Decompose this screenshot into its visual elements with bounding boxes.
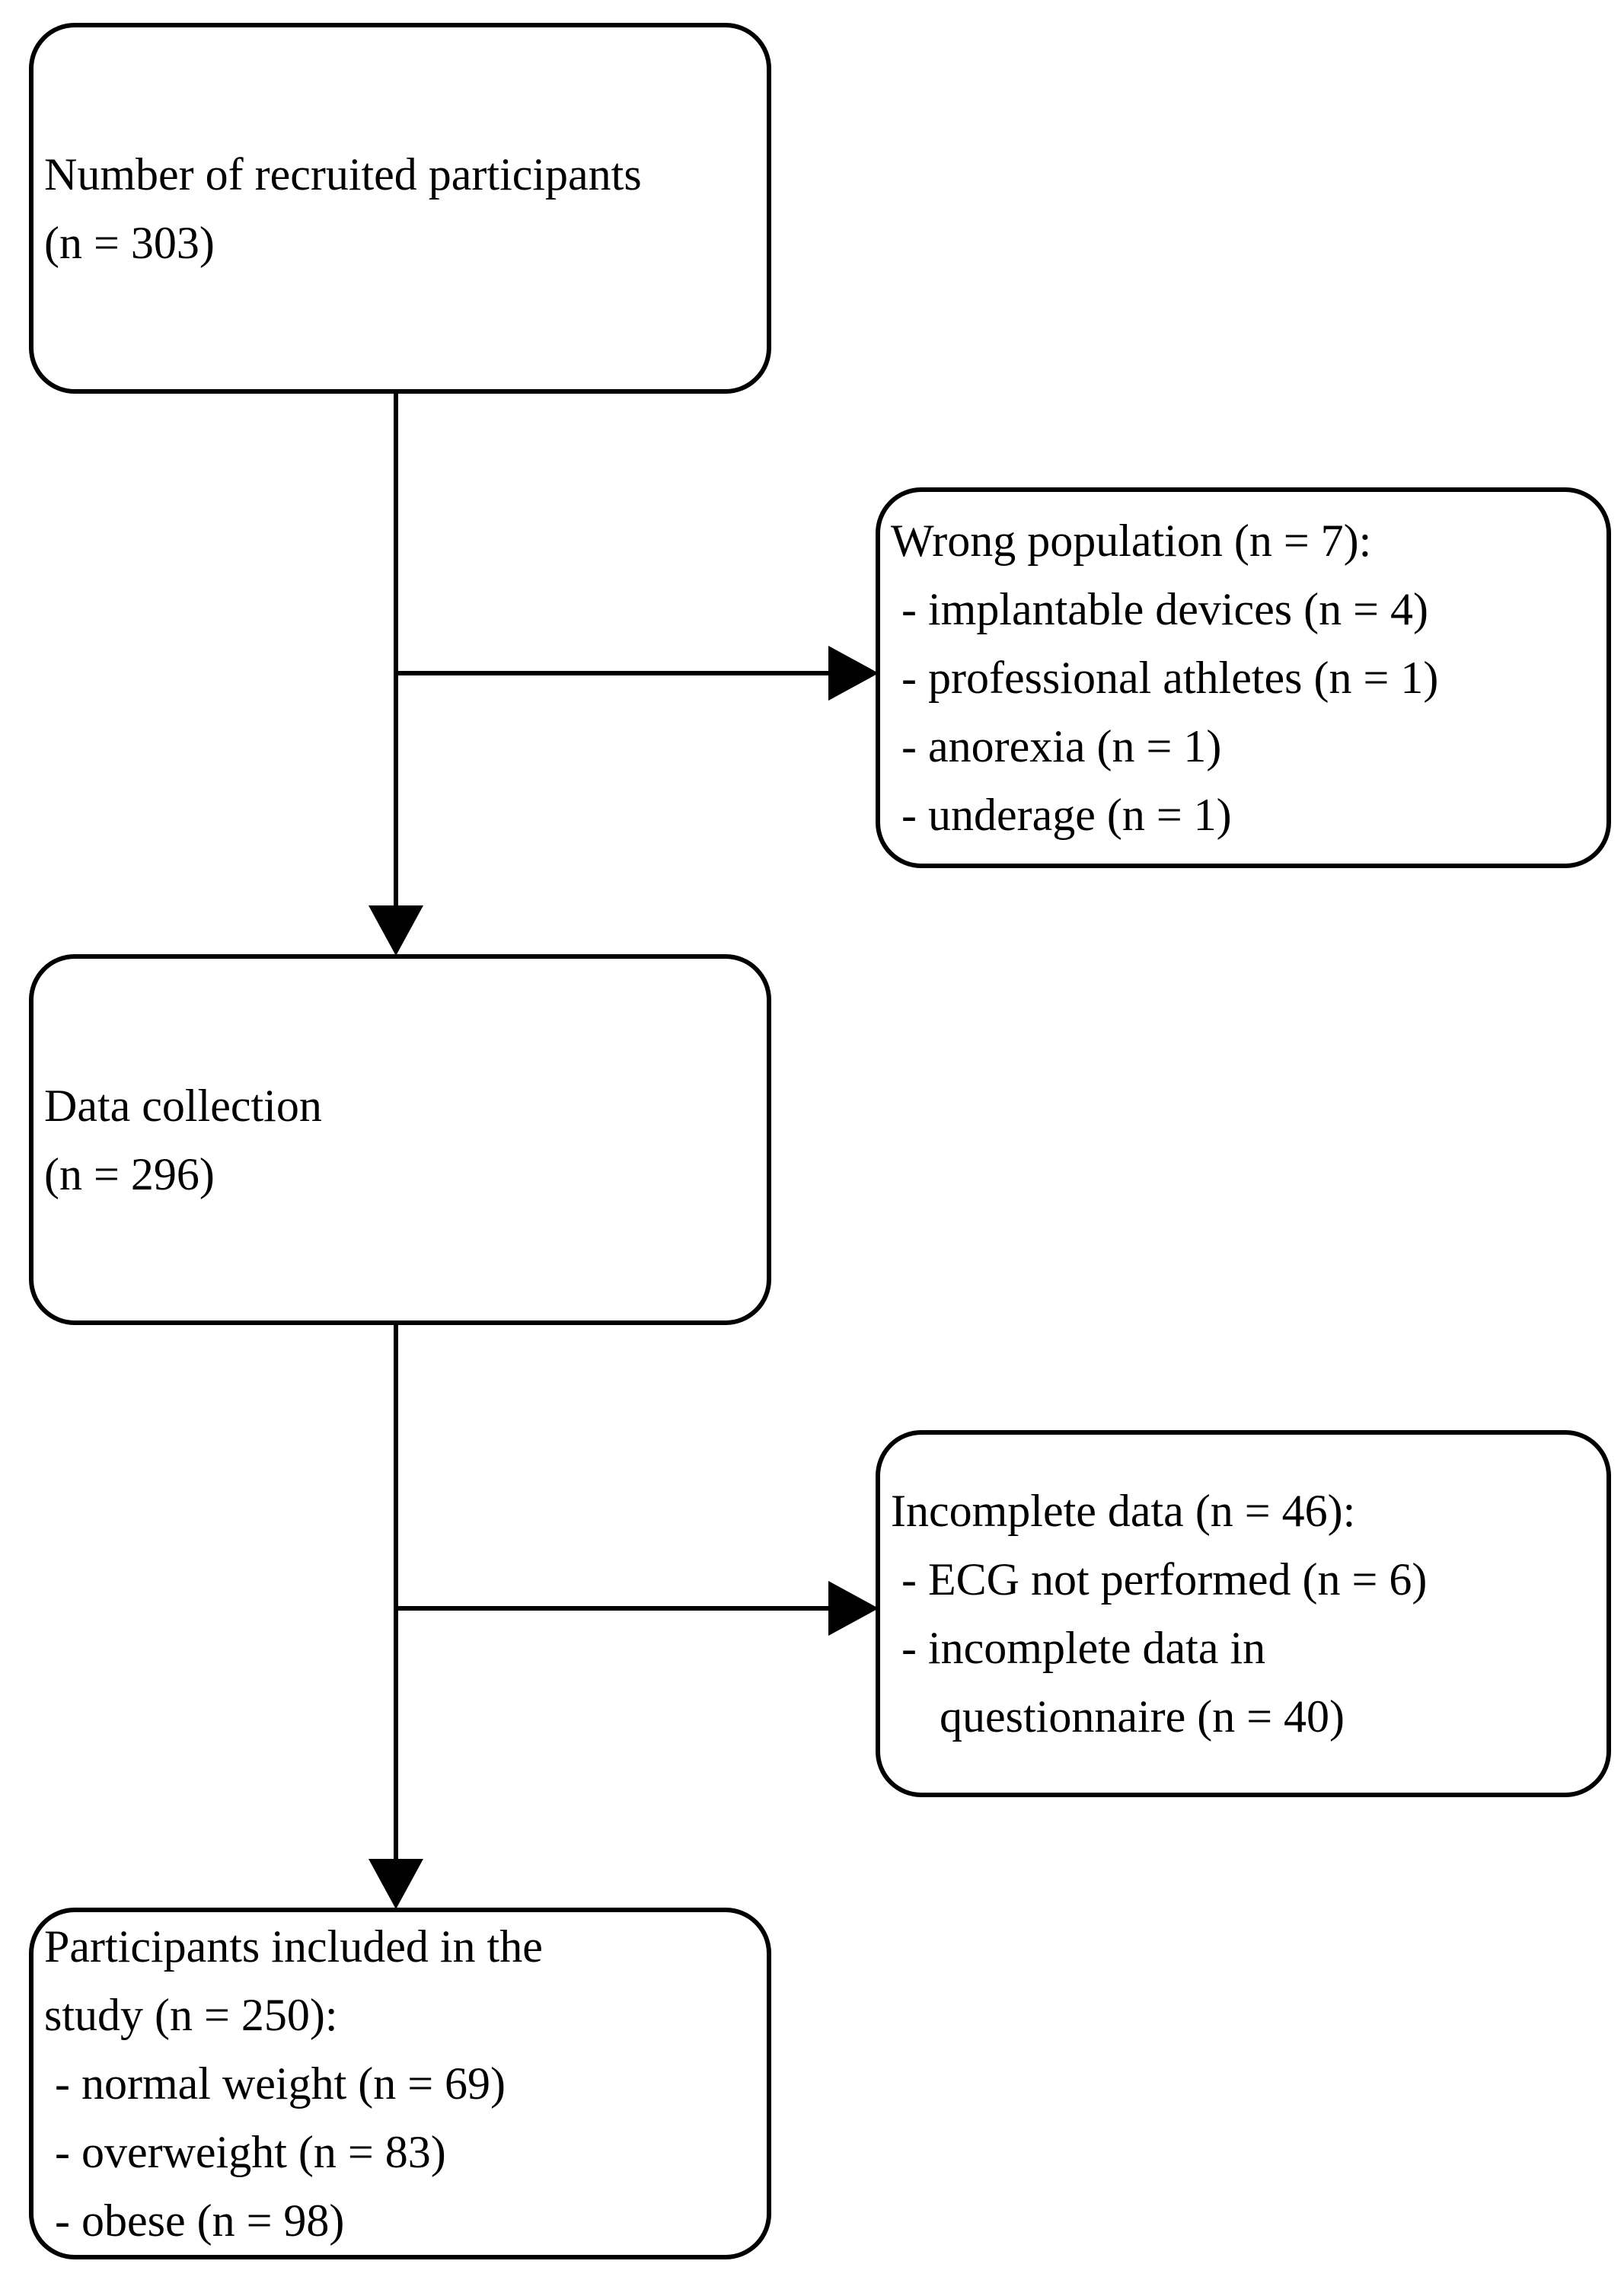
arrowhead-down-icon — [369, 1859, 423, 1909]
text-line: Wrong population (n = 7): — [891, 516, 1372, 566]
text-line: - ECG not performed (n = 6) — [901, 1554, 1428, 1605]
text-line: - implantable devices (n = 4) — [901, 584, 1428, 634]
text-line: study (n = 250): — [44, 1990, 338, 2040]
text-line: - professional athletes (n = 1) — [901, 653, 1439, 703]
text-line: (n = 303) — [44, 217, 215, 268]
text-line: - incomplete data in — [901, 1623, 1266, 1673]
arrowhead-down-icon — [369, 905, 423, 956]
text-line: questionnaire (n = 40) — [940, 1691, 1345, 1742]
box-incomplete-data: Incomplete data (n = 46): - ECG not perf… — [876, 1430, 1611, 1797]
text-line: Incomplete data (n = 46): — [891, 1486, 1356, 1536]
text-line: Participants included in the — [44, 1921, 543, 1972]
text-line: (n = 296) — [44, 1148, 215, 1199]
text-line: - anorexia (n = 1) — [901, 721, 1222, 771]
text-line: Data collection — [44, 1080, 322, 1131]
box-recruited-participants: Number of recruited participants (n = 30… — [29, 23, 771, 394]
arrowhead-right-icon — [828, 1581, 879, 1636]
text-line: - overweight (n = 83) — [55, 2127, 446, 2177]
connector-data-collection-to-included — [394, 1325, 398, 1862]
text-line: - normal weight (n = 69) — [55, 2058, 506, 2109]
arrowhead-right-icon — [828, 646, 879, 701]
text-line: - obese (n = 98) — [55, 2195, 345, 2246]
box-wrong-population: Wrong population (n = 7): - implantable … — [876, 487, 1611, 868]
box-data-collection: Data collection (n = 296) — [29, 954, 771, 1325]
connector-branch-incomplete-data — [396, 1606, 831, 1611]
connector-recruited-to-data-collection — [394, 394, 398, 908]
text-line: - underage (n = 1) — [901, 790, 1232, 840]
box-included-participants: Participants included in the study (n = … — [29, 1908, 771, 2259]
text-line: Number of recruited participants — [44, 148, 642, 200]
connector-branch-wrong-population — [396, 671, 831, 675]
